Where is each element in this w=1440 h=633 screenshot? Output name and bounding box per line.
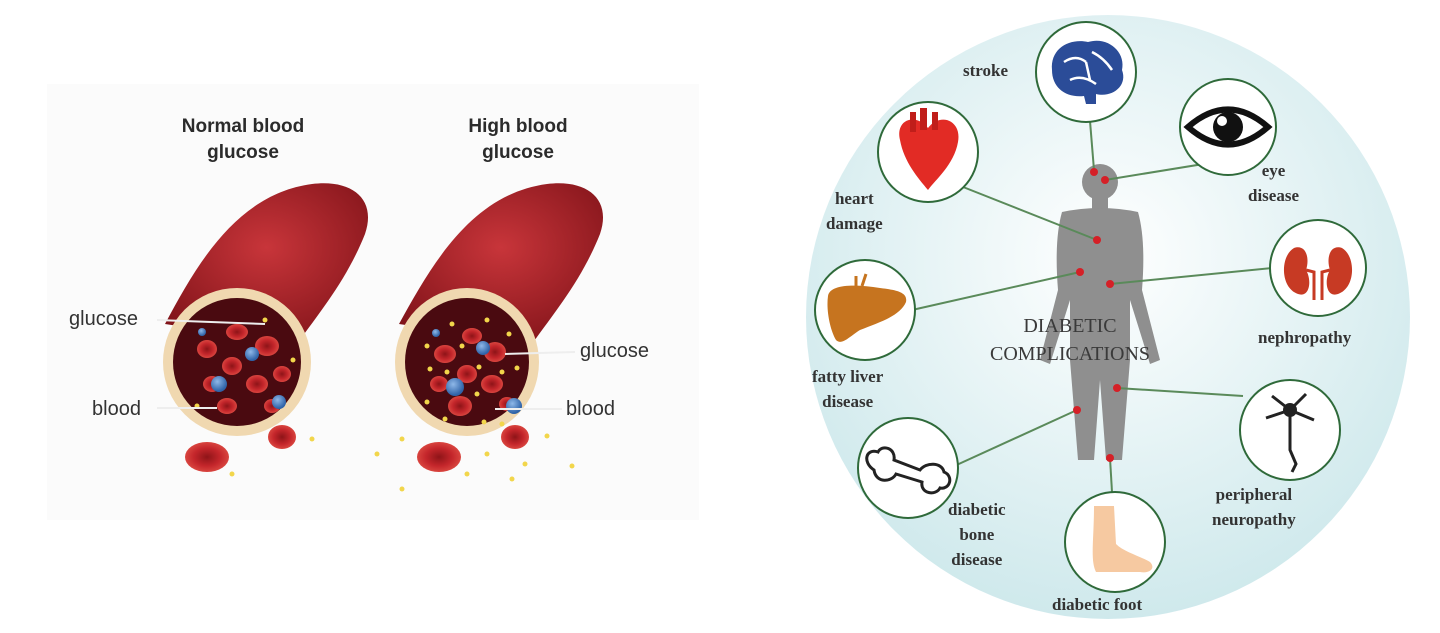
vessel-illustration — [156, 183, 604, 492]
label-bone-line1: diabetic — [948, 500, 1006, 519]
normal-blood-label: blood — [92, 398, 141, 420]
eye-icon — [1179, 78, 1277, 176]
label-liver-line1: fatty liver — [812, 367, 884, 386]
body-points — [1073, 168, 1121, 462]
high-blood-label: blood — [566, 398, 615, 420]
foot-icon — [1064, 491, 1166, 593]
label-heart-damage: heart damage — [826, 186, 883, 236]
heart-icon — [877, 101, 979, 203]
high-rbc-group — [430, 328, 515, 416]
label-peripheral-neuropathy: peripheral neuropathy — [1212, 482, 1296, 532]
high-title-line2: glucose — [482, 142, 554, 163]
label-eye-line2: disease — [1248, 186, 1299, 205]
label-diabetic-bone-disease: diabetic bone disease — [948, 497, 1006, 572]
label-stroke: stroke — [963, 61, 1009, 80]
label-eye-disease: eye disease — [1248, 158, 1299, 208]
label-fatty-liver: fatty liver disease — [812, 364, 883, 414]
vessel-comparison-panel: Normal blood glucose High blood glucose … — [47, 84, 699, 520]
high-wbc-group — [432, 329, 522, 414]
label-bone-line2: bone — [959, 525, 995, 544]
label-neuro-line2: neuropathy — [1212, 510, 1296, 529]
brain-icon — [1035, 21, 1137, 123]
liver-icon — [814, 259, 916, 361]
normal-wbc-group — [198, 328, 286, 409]
label-eye-line1: eye — [1261, 161, 1286, 180]
high-vessel — [374, 183, 604, 492]
high-title-line1: High blood — [468, 116, 568, 137]
background-circle — [806, 15, 1410, 619]
label-diabetic-foot: diabetic foot — [1052, 595, 1143, 614]
bone-icon — [857, 417, 959, 519]
label-heart-line2: damage — [826, 214, 883, 233]
normal-glucose-dots — [194, 317, 315, 477]
center-title-line1: DIABETIC — [1023, 315, 1117, 337]
normal-glucose-label: glucose — [69, 308, 138, 330]
center-title-line2: COMPLICATIONS — [989, 343, 1151, 365]
high-vessel-title: High blood glucose — [418, 114, 618, 166]
label-bone-line3: disease — [951, 550, 1003, 569]
center-title: DIABETIC COMPLICATIONS — [940, 312, 1200, 368]
normal-title-line1: Normal blood — [181, 116, 305, 137]
label-liver-line2: disease — [822, 392, 874, 411]
label-neuro-line1: peripheral — [1215, 485, 1293, 504]
label-nephropathy: nephropathy — [1258, 328, 1352, 347]
high-glucose-dots — [374, 317, 575, 492]
label-heart-line1: heart — [834, 189, 874, 208]
normal-title-line2: glucose — [207, 142, 279, 163]
normal-vessel — [156, 183, 369, 477]
kidney-icon — [1269, 219, 1367, 317]
high-glucose-label: glucose — [580, 340, 649, 362]
normal-vessel-title: Normal blood glucose — [143, 114, 343, 166]
connector-lines — [911, 71, 1273, 493]
neuron-icon — [1239, 379, 1341, 481]
human-body-silhouette — [1040, 164, 1160, 460]
